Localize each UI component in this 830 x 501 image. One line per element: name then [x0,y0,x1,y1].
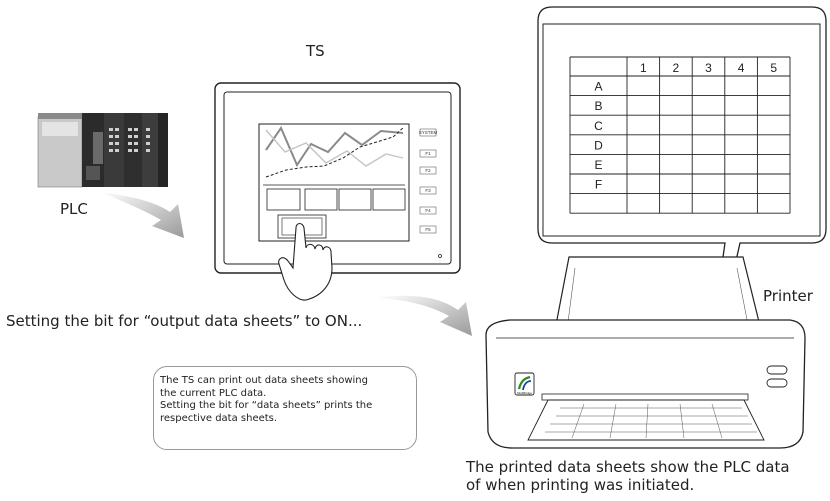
note-line: the current PLC data. [160,387,267,399]
table-column-header: 2 [673,61,680,75]
printer-label: Printer [763,287,813,305]
caption-line: of when printing was initiated. [466,476,695,494]
ts-unit: SYSTEM F1 F2 F3 F4 F5 [214,82,461,274]
note-line: Setting the bit for “data sheets” prints… [160,400,373,411]
table-row-header: B [594,99,602,113]
table-row-header: D [594,138,603,152]
table-column-header: 5 [770,61,777,75]
printer-logo-text: MultiBridge [517,391,532,395]
ts-key-f2: F2 [425,168,431,173]
ts-key-f5: F5 [425,227,431,232]
ts-key-system: SYSTEM [419,130,438,135]
table-column-header: 1 [640,61,647,75]
plc-label: PLC [60,200,88,218]
note-line: The TS can print out data sheets showing [160,375,368,386]
ts-key-f3: F3 [425,188,431,193]
note-callout [153,366,417,450]
step-description: Setting the bit for “output data sheets”… [6,312,363,330]
note-line: respective data sheets. [160,412,278,424]
ts-key-f4: F4 [425,208,431,213]
table-column-header: 3 [705,61,712,75]
table-column-header: 4 [738,61,745,75]
arrow-ts-to-printer [376,295,472,336]
ts-label: TS [306,42,325,60]
table-row-header: A [594,80,602,94]
plc-device [37,113,168,188]
printed-caption: The printed data sheets show the PLC dat… [466,458,790,494]
table-row-header: E [594,158,602,172]
table-row-header: F [595,178,602,192]
note-text: The TS can print out data sheets showing… [160,375,372,425]
hand-icon [278,222,333,301]
table-row-header: C [594,119,603,133]
printer-device: MultiBridge [485,256,806,449]
arrow-plc-to-ts [100,192,184,238]
ts-key-f1: F1 [425,151,431,156]
caption-line: The printed data sheets show the PLC dat… [466,458,790,476]
